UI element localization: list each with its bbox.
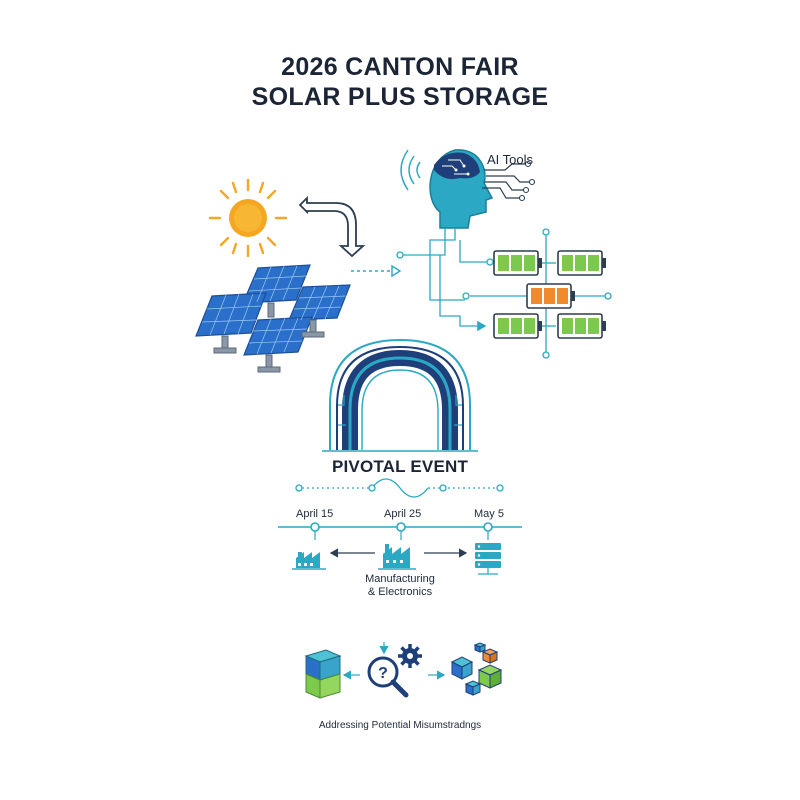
arch-gateway-icon [322,338,478,452]
battery-left-top [493,250,542,276]
factory-icon [292,552,326,570]
timeline-node-april-15 [310,522,320,532]
battery-left-bottom [493,313,542,339]
server-rack-icon [475,543,501,575]
ai-head-icon [400,149,536,229]
block-icon [304,649,342,699]
industry-label-line-2: & Electronics [367,586,433,598]
battery-right-top [557,250,606,276]
industry-label-line-1: Manufacturing [365,573,435,585]
circuit-lines [400,228,608,355]
magnifier-question-icon: ? [367,656,409,698]
timeline [278,522,522,540]
factory-icon [378,544,416,570]
ai-tools-label: AI Tools [487,152,534,167]
industry-label: Manufacturing & Electronics [0,573,800,599]
wave-nodes [295,484,504,492]
solar-panels-icon [195,264,351,373]
misunderstandings-label: Addressing Potential Misumstradngs [318,720,482,731]
sun-icon [208,178,288,258]
timeline-date-3: May 5 [474,508,504,520]
pivotal-event-heading: PIVOTAL EVENT [331,457,469,476]
wave-connector [302,478,498,498]
circuit-nodes [396,228,612,359]
title-line-2: SOLAR PLUS STORAGE [251,83,549,111]
timeline-date-1: April 15 [296,508,334,520]
timeline-node-may-5 [483,522,493,532]
gear-icon [398,644,422,668]
connector-arrow-icon [391,264,402,278]
timeline-node-april-25 [396,522,406,532]
flow-arrow-icon [298,195,366,258]
cubes-icon [450,642,503,696]
battery-right-bottom [557,313,606,339]
svg-text:?: ? [378,665,388,682]
timeline-date-2: April 25 [384,508,422,520]
battery-middle [526,283,575,309]
page-title: 2026 CANTON FAIR SOLAR PLUS STORAGE [0,52,800,112]
title-line-1: 2026 CANTON FAIR [281,53,519,81]
